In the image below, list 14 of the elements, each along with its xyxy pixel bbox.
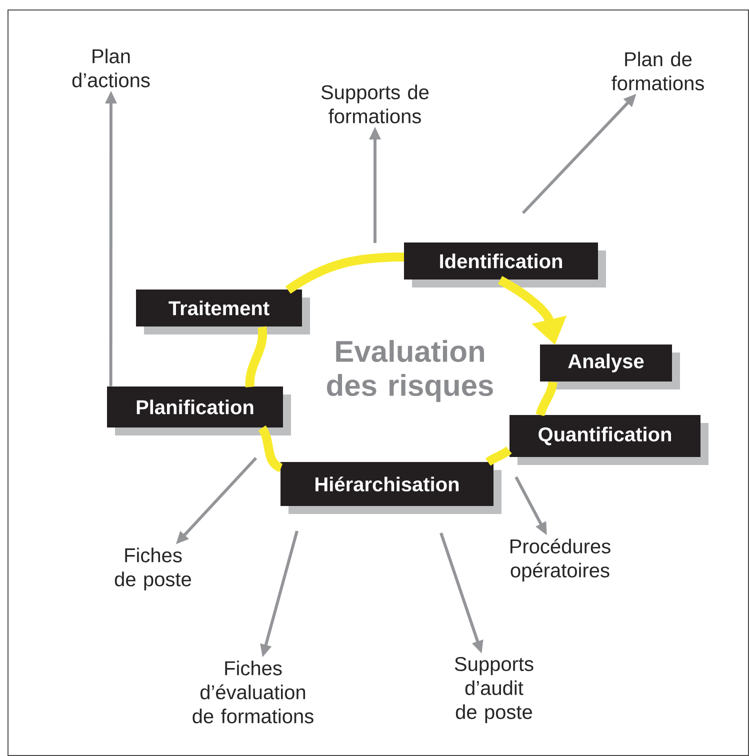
process-box: Identification [404, 242, 606, 288]
process-box: Planification [107, 386, 291, 436]
process-box: Analyse [540, 344, 680, 390]
output-label: Supports de formations [321, 84, 429, 124]
output-label: Supports d’audit de poste [454, 656, 534, 724]
output-label: Fiches d’évaluation de formations [192, 660, 314, 724]
output-label: Plan d’actions [72, 48, 150, 88]
process-box: Traitement [136, 290, 310, 334]
center-title: Evaluation des risques [327, 340, 493, 402]
process-box: Quantification [510, 415, 708, 465]
process-box: Hiérarchisation [280, 462, 502, 514]
output-label: Fiches de poste [114, 548, 191, 590]
output-label: Plan de formations [612, 52, 704, 90]
output-label: Procédures opératoires [510, 538, 610, 582]
